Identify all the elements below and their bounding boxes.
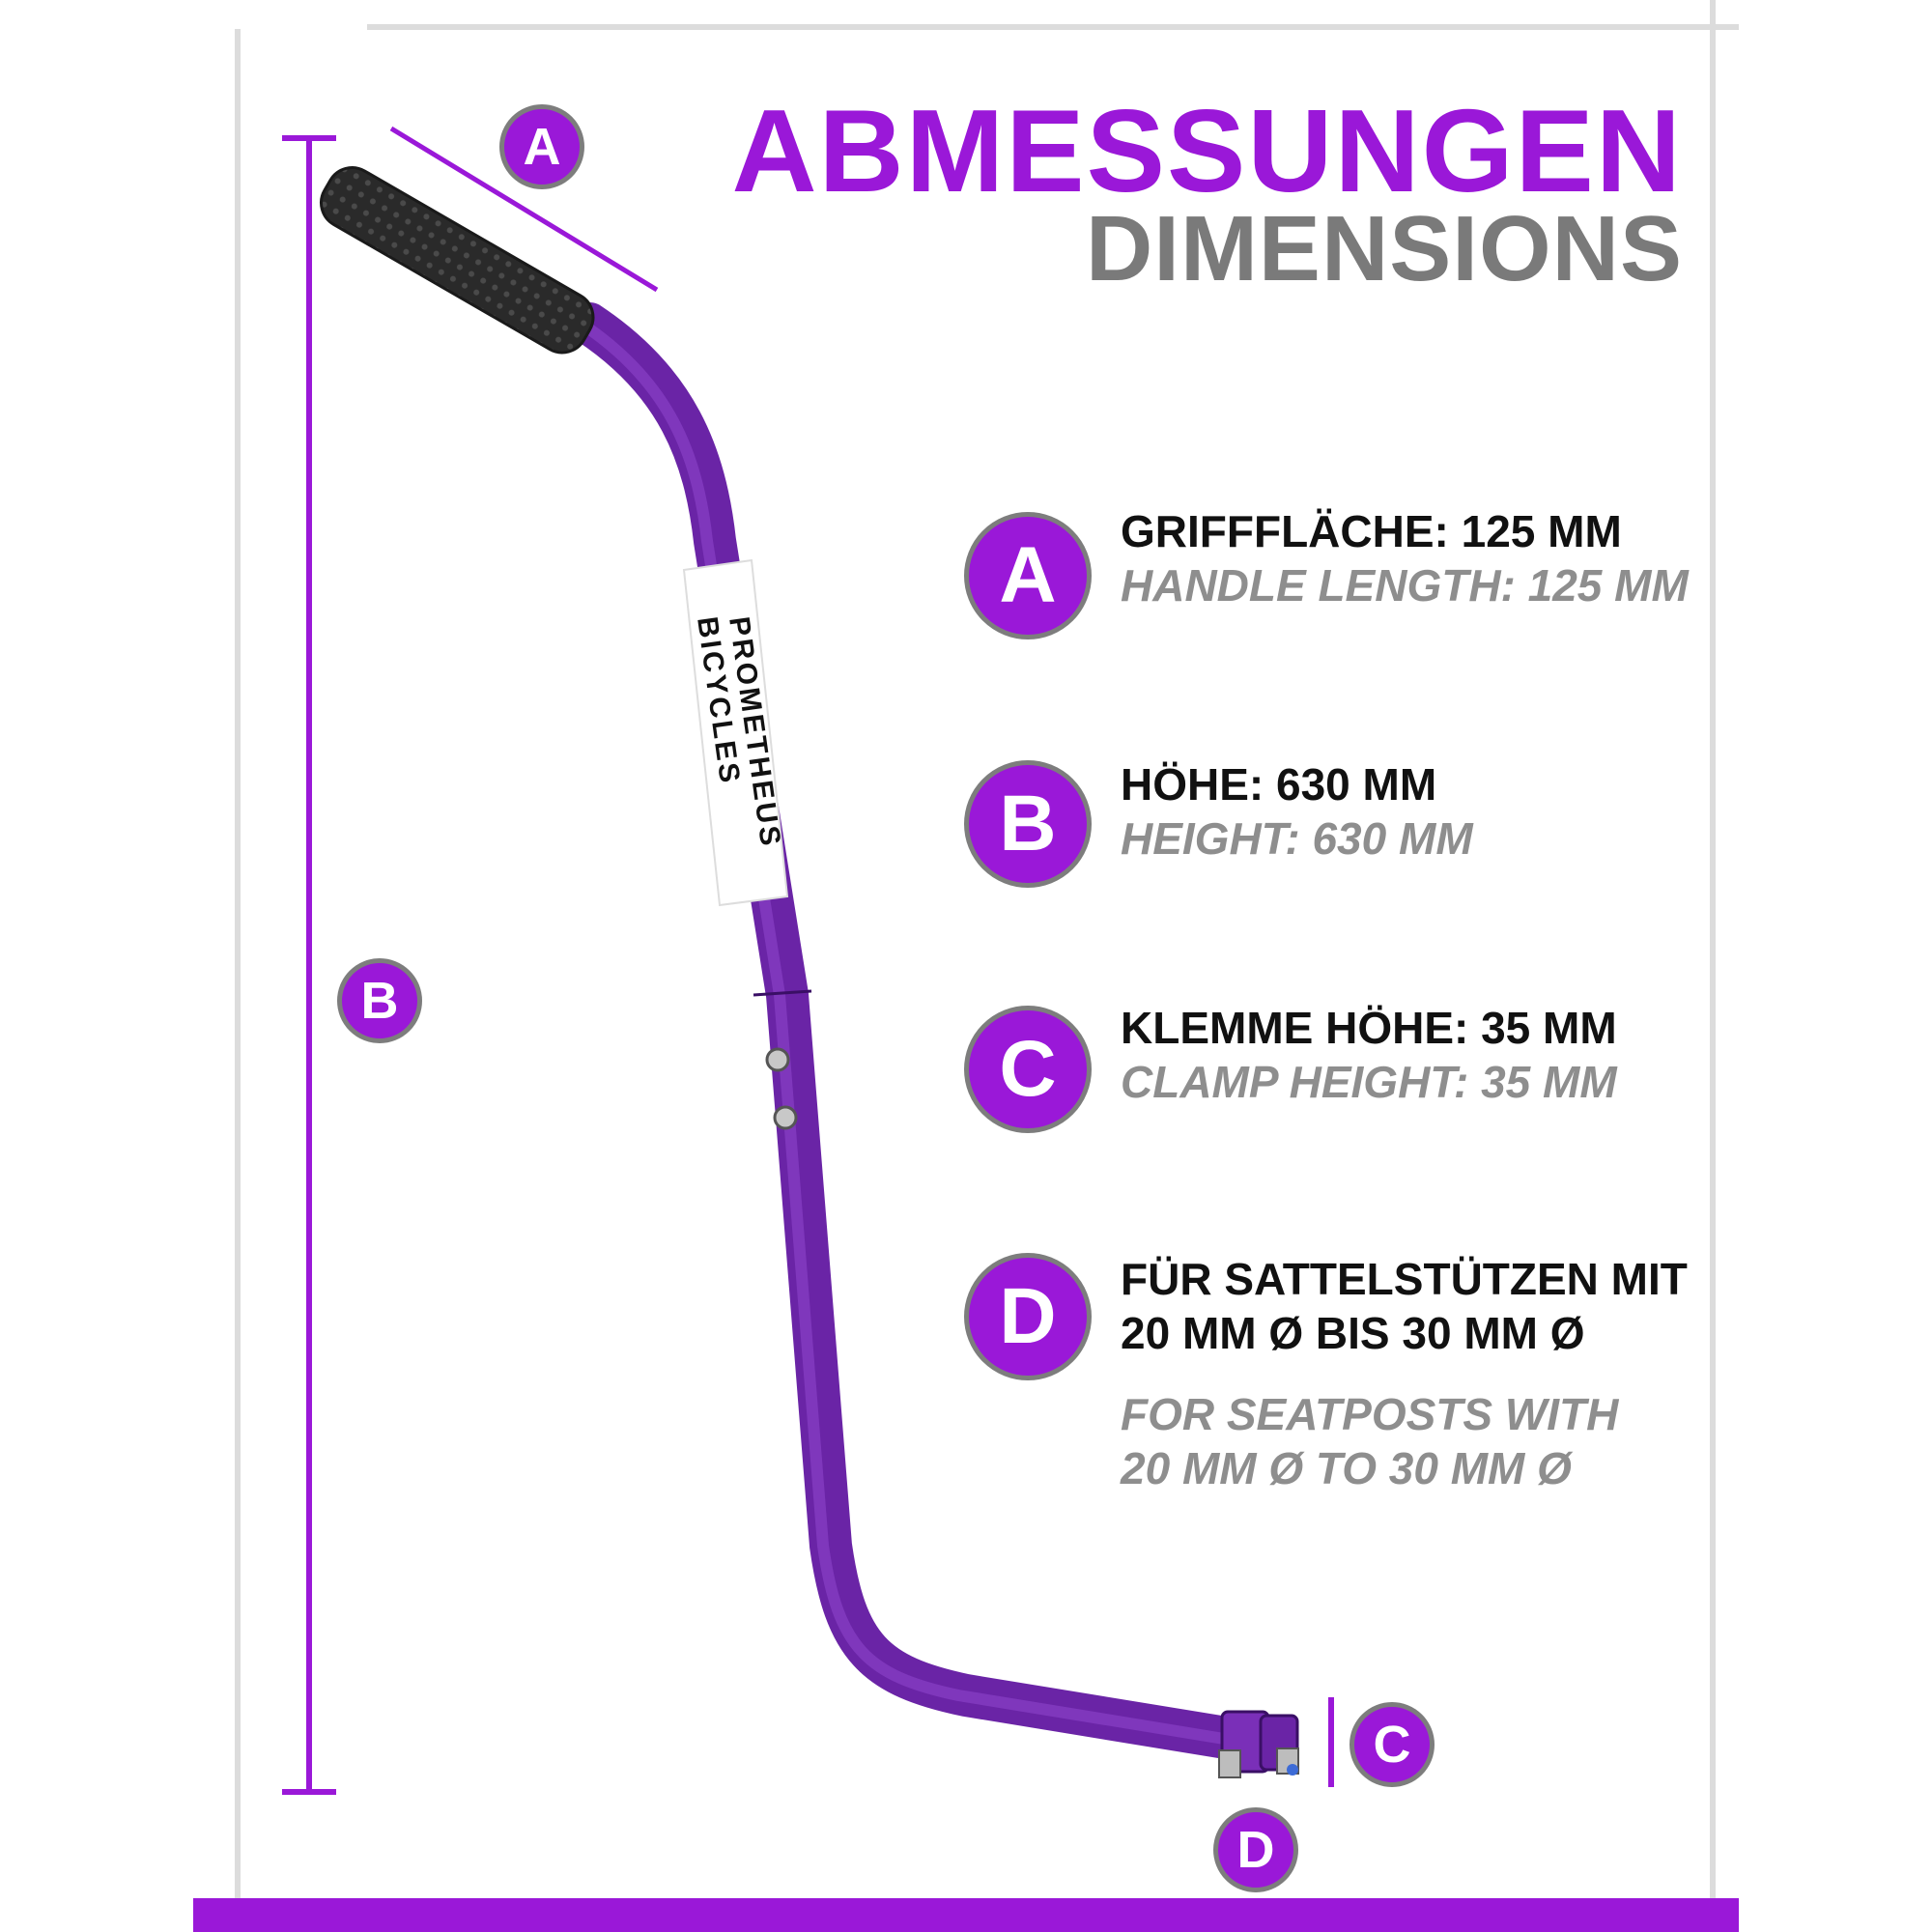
- page-title: ABMESSUNGEN: [731, 85, 1683, 216]
- height-dimension-line: [282, 135, 336, 1795]
- marker-a: A: [499, 104, 584, 189]
- spec-a-en: HANDLE LENGTH: 125 MM: [1121, 560, 1689, 611]
- frame-right-line: [1710, 0, 1716, 1898]
- bottom-accent-bar: [193, 1898, 1739, 1932]
- frame-top-line: [367, 24, 1739, 30]
- handle-dimension-line: [389, 126, 659, 293]
- spec-d-de-line1: FÜR SATTELSTÜTZEN MIT: [1121, 1254, 1688, 1304]
- marker-d: D: [1213, 1807, 1298, 1892]
- spec-badge-a: A: [964, 512, 1092, 639]
- seatpost-clamp: [1218, 1710, 1299, 1778]
- marker-c: C: [1350, 1702, 1435, 1787]
- spec-a: GRIFFFLÄCHE: 125 MM HANDLE LENGTH: 125 M…: [1121, 504, 1689, 612]
- spec-b-en: HEIGHT: 630 MM: [1121, 813, 1473, 865]
- handle-grip: [320, 166, 595, 355]
- spec-c: KLEMME HÖHE: 35 MM CLAMP HEIGHT: 35 MM: [1121, 1001, 1617, 1109]
- spec-d-en-line2: 20 MM Ø TO 30 MM Ø: [1121, 1443, 1572, 1494]
- spec-badge-b: B: [964, 760, 1092, 888]
- page-subtitle: DIMENSIONS: [1085, 197, 1683, 300]
- spec-badge-c: C: [964, 1006, 1092, 1133]
- tube-joint: [753, 989, 812, 997]
- spec-b-de: HÖHE: 630 MM: [1121, 759, 1437, 810]
- frame-left-line: [235, 29, 241, 1898]
- spec-d: FÜR SATTELSTÜTZEN MIT 20 MM Ø BIS 30 MM …: [1121, 1252, 1688, 1495]
- marker-b: B: [337, 958, 422, 1043]
- screw-icon: [765, 1047, 790, 1072]
- spec-a-de: GRIFFFLÄCHE: 125 MM: [1121, 506, 1622, 556]
- spec-d-en-line1: FOR SEATPOSTS WITH: [1121, 1389, 1619, 1440]
- spec-c-en: CLAMP HEIGHT: 35 MM: [1121, 1057, 1617, 1108]
- spec-d-de-line2: 20 MM Ø BIS 30 MM Ø: [1121, 1308, 1585, 1359]
- spec-badge-d: D: [964, 1253, 1092, 1380]
- spec-b: HÖHE: 630 MM HEIGHT: 630 MM: [1121, 757, 1473, 866]
- spec-c-de: KLEMME HÖHE: 35 MM: [1121, 1003, 1617, 1053]
- screw-icon: [773, 1105, 798, 1130]
- brand-label: [682, 558, 789, 907]
